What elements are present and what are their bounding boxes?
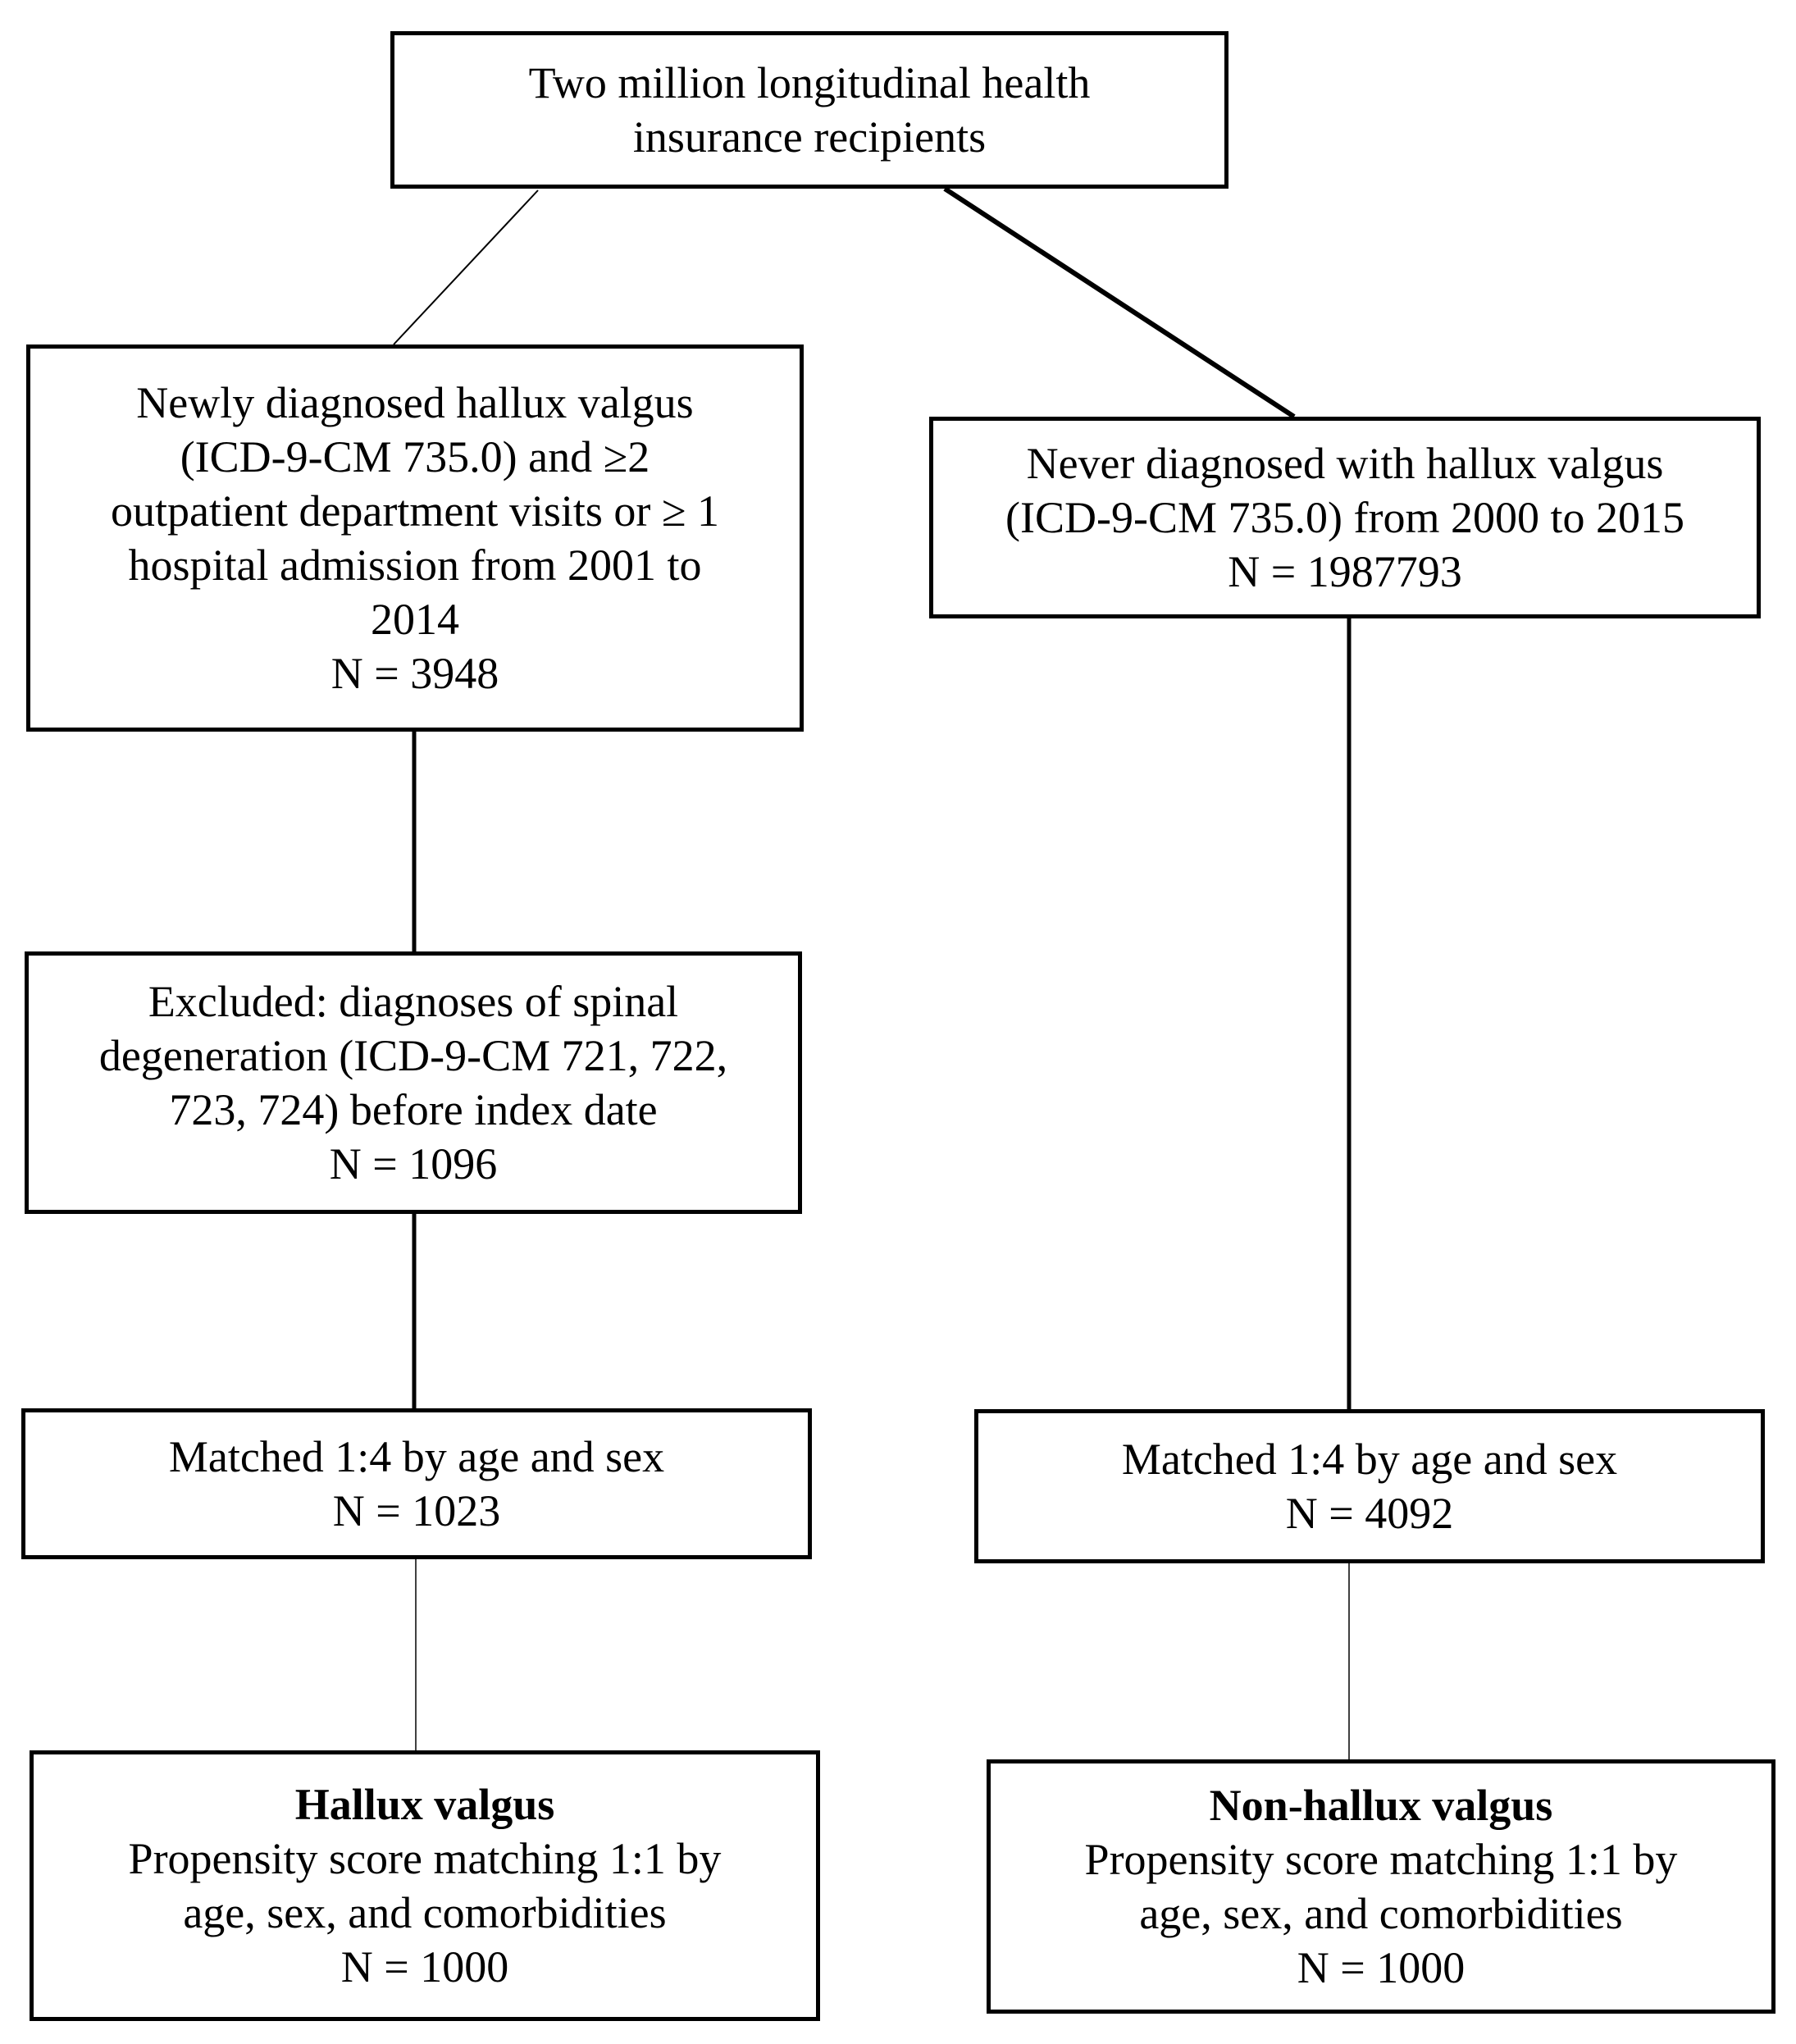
node-excluded-line-1: Excluded: diagnoses of spinal [148, 977, 679, 1026]
node-excluded: Excluded: diagnoses of spinal degenerati… [25, 951, 802, 1214]
node-excluded-count: N = 1096 [329, 1139, 498, 1189]
edge-root-to-never-diagnosed [943, 186, 1296, 419]
node-matched-right-line-1: Matched 1:4 by age and sex [1121, 1435, 1618, 1484]
node-hv-diagnosed-line-2: (ICD-9-CM 735.0) and ≥2 [180, 432, 650, 481]
node-non-hallux-valgus-final: Non-hallux valgus Propensity score match… [987, 1759, 1775, 2014]
node-hallux-valgus-final: Hallux valgus Propensity score matching … [30, 1750, 820, 2021]
node-root-line-2: insurance recipients [632, 112, 987, 162]
node-hv-final-line-1: Propensity score matching 1:1 by [128, 1834, 722, 1883]
node-hv-diagnosed-count: N = 3948 [330, 649, 499, 698]
node-hv-diagnosed-line-4: hospital admission from 2001 to [128, 541, 702, 590]
node-nonhv-final-line-1: Propensity score matching 1:1 by [1084, 1835, 1678, 1884]
node-nonhv-final-line-2: age, sex, and comorbidities [1139, 1889, 1623, 1938]
node-matched-left-count: N = 1023 [332, 1486, 501, 1535]
node-root-line-1: Two million longitudinal health [528, 58, 1091, 107]
node-root: Two million longitudinal health insuranc… [390, 31, 1228, 189]
node-hv-diagnosed-line-1: Newly diagnosed hallux valgus [136, 378, 694, 427]
node-matched-left: Matched 1:4 by age and sex N = 1023 [21, 1408, 812, 1559]
node-hv-final-count: N = 1000 [340, 1942, 509, 1992]
node-matched-left-line-1: Matched 1:4 by age and sex [168, 1432, 665, 1481]
node-matched-right: Matched 1:4 by age and sex N = 4092 [974, 1409, 1765, 1563]
node-never-diagnosed-line-2: (ICD-9-CM 735.0) from 2000 to 2015 [1005, 493, 1684, 542]
node-excluded-line-3: 723, 724) before index date [169, 1085, 658, 1134]
node-excluded-line-2: degeneration (ICD-9-CM 721, 722, [98, 1031, 728, 1080]
node-hallux-valgus-diagnosed: Newly diagnosed hallux valgus (ICD-9-CM … [26, 344, 804, 732]
node-never-diagnosed: Never diagnosed with hallux valgus (ICD-… [929, 417, 1761, 618]
node-matched-right-count: N = 4092 [1285, 1489, 1454, 1538]
node-never-diagnosed-line-1: Never diagnosed with hallux valgus [1026, 439, 1664, 488]
node-hv-diagnosed-line-3: outpatient department visits or ≥ 1 [111, 486, 719, 536]
node-hv-diagnosed-line-5: 2014 [371, 595, 459, 644]
edge-root-to-hv-diagnosed [393, 189, 539, 345]
node-hv-final-title: Hallux valgus [294, 1780, 555, 1829]
node-never-diagnosed-count: N = 1987793 [1228, 547, 1462, 596]
node-nonhv-final-title: Non-hallux valgus [1209, 1781, 1553, 1830]
node-hv-final-line-2: age, sex, and comorbidities [183, 1888, 667, 1937]
node-nonhv-final-count: N = 1000 [1297, 1943, 1466, 1992]
